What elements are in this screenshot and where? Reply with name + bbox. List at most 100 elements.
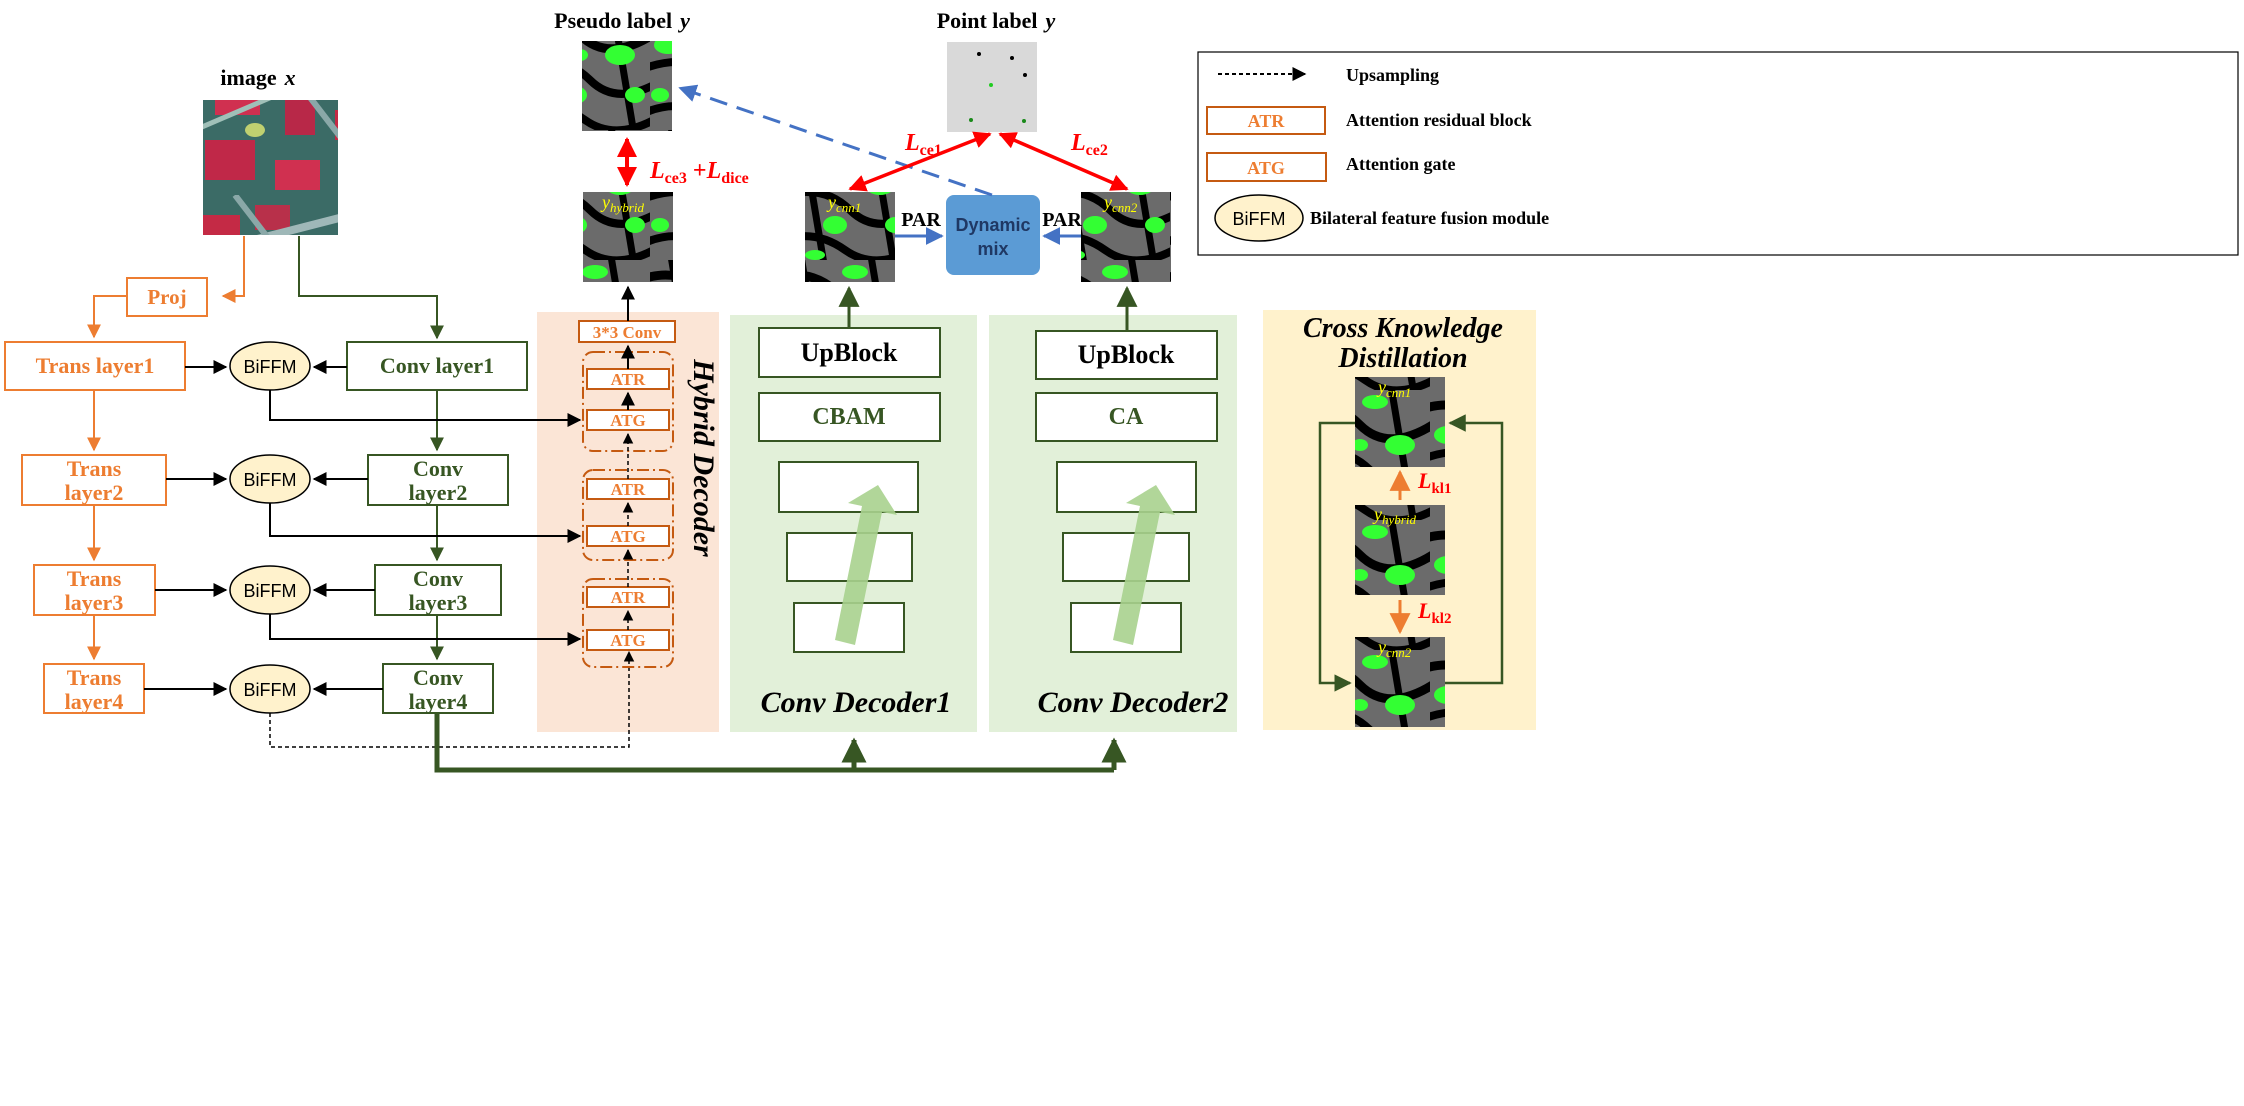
svg-text:Conv layer1: Conv layer1 [380,353,494,378]
trans-layer3-box: Trans layer3 [33,564,156,616]
svg-text:mix: mix [977,239,1008,259]
par-label-right: PAR [1042,209,1082,231]
hybrid-output-map [583,192,673,282]
loss-ce3-dice: Lce3 +Ldice [649,158,749,187]
cnn1-output-label: ycnn1 [826,192,861,215]
svg-text:Conv: Conv [413,456,463,481]
conv-layer4-box: Conv layer4 [382,663,494,714]
conv-decoder2-title: Conv Decoder2 [1038,686,1229,719]
conv-decoder2-panel [989,315,1237,732]
svg-text:layer4: layer4 [409,689,468,714]
svg-text:UpBlock: UpBlock [801,338,898,367]
svg-text:BiFFM: BiFFM [244,680,297,700]
input-satellite-image [203,100,338,235]
ckd-hybrid-label: yhybrid [1372,504,1416,527]
cnn1-output-map [805,192,895,282]
svg-text:layer2: layer2 [409,480,468,505]
proj-box: Proj [126,277,208,317]
cnn2-output-map [1081,192,1171,282]
atg-box-1: ATG [586,409,670,431]
hybrid-output-label: yhybrid [600,192,644,215]
dynamic-mix-box: Dynamic mix [946,195,1040,275]
svg-text:ATR: ATR [611,588,646,607]
svg-text:3*3 Conv: 3*3 Conv [593,323,662,342]
conv33-box: 3*3 Conv [578,320,676,343]
point-label-map [947,42,1037,132]
loss-kl1: Lkl1 [1417,468,1451,497]
decoder1-stack-box-1 [778,461,919,513]
cnn2-output-label: ycnn2 [1102,192,1138,215]
svg-text:BiFFM: BiFFM [244,470,297,490]
decoder1-stack-box-2 [786,532,913,582]
conv-layer3-box: Conv layer3 [374,564,502,616]
legend-biffm-desc: Bilateral feature fusion module [1310,208,1549,228]
ckd-title-line1: Cross Knowledge [1303,313,1503,344]
svg-text:BiFFM: BiFFM [244,357,297,377]
legend-atg-desc: Attention gate [1346,154,1455,174]
atr-atg-group-3 [582,578,674,668]
ckd-title-line2: Distillation [1337,343,1467,374]
decoder2-stack-box-2 [1062,532,1190,582]
conv-decoder1-title: Conv Decoder1 [761,686,952,719]
svg-text:Dynamic: Dynamic [955,215,1030,235]
svg-text:layer3: layer3 [65,590,124,615]
hybrid-decoder-title: Hybrid Decoder [687,358,720,557]
conv-decoder1-panel [730,315,977,732]
atg-box-2: ATG [586,525,670,547]
svg-text:BiFFM: BiFFM [244,581,297,601]
loss-kl2: Lkl2 [1417,598,1451,627]
legend-atr-desc: Attention residual block [1346,110,1532,130]
svg-text:Conv: Conv [413,665,463,690]
svg-text:Trans: Trans [67,566,122,591]
trans-layer1-box: Trans layer1 [4,341,186,391]
decoder2-up-arrow [1093,485,1175,645]
svg-text:BiFFM: BiFFM [1233,209,1286,229]
legend: Upsampling ATR Attention residual block … [1197,51,2239,256]
conv-layer2-box: Conv layer2 [367,454,509,506]
par-label-left: PAR [901,209,941,231]
svg-text:layer2: layer2 [65,480,124,505]
loss-ce2: Lce2 [1070,130,1108,159]
svg-text:UpBlock: UpBlock [1078,340,1175,369]
biffm-4: BiFFM [229,664,311,714]
decoder1-up-arrow [815,485,897,645]
svg-text:Trans: Trans [67,456,122,481]
svg-text:Trans: Trans [67,665,122,690]
ckd-cnn2-map [1355,637,1445,727]
svg-text:ATG: ATG [610,411,646,430]
trans-layer4-box: Trans layer4 [43,663,145,714]
svg-text:Conv: Conv [413,566,463,591]
svg-text:Proj: Proj [147,285,186,309]
svg-text:ATG: ATG [610,631,646,650]
biffm-3: BiFFM [229,565,311,615]
ckd-cnn1-label: ycnn1 [1376,377,1411,400]
biffm-1: BiFFM [229,341,311,391]
decoder2-stack-box-1 [1056,461,1197,513]
svg-text:ATR: ATR [611,370,646,389]
atr-box-1: ATR [586,368,670,390]
svg-text:ATG: ATG [610,527,646,546]
atr-atg-group-2 [582,469,674,561]
ca-box: CA [1035,392,1218,442]
conv-layer1-box: Conv layer1 [346,341,528,391]
ckd-cnn1-map [1355,377,1445,467]
atr-box-3: ATR [586,586,670,608]
svg-text:CBAM: CBAM [812,404,885,430]
svg-text:Trans layer1: Trans layer1 [36,353,155,378]
svg-text:layer3: layer3 [409,590,468,615]
svg-text:layer4: layer4 [65,689,124,714]
svg-text:ATG: ATG [1247,158,1285,178]
cbam-box: CBAM [758,392,941,442]
ckd-hybrid-map [1355,505,1445,595]
atr-box-2: ATR [586,478,670,500]
upblock2-box: UpBlock [1035,330,1218,380]
svg-text:CA: CA [1109,404,1144,430]
svg-text:ATR: ATR [611,480,646,499]
biffm-2: BiFFM [229,454,311,504]
pseudo-label-map [582,41,672,131]
loss-ce1: Lce1 [904,130,942,159]
trans-layer2-box: Trans layer2 [21,454,167,506]
